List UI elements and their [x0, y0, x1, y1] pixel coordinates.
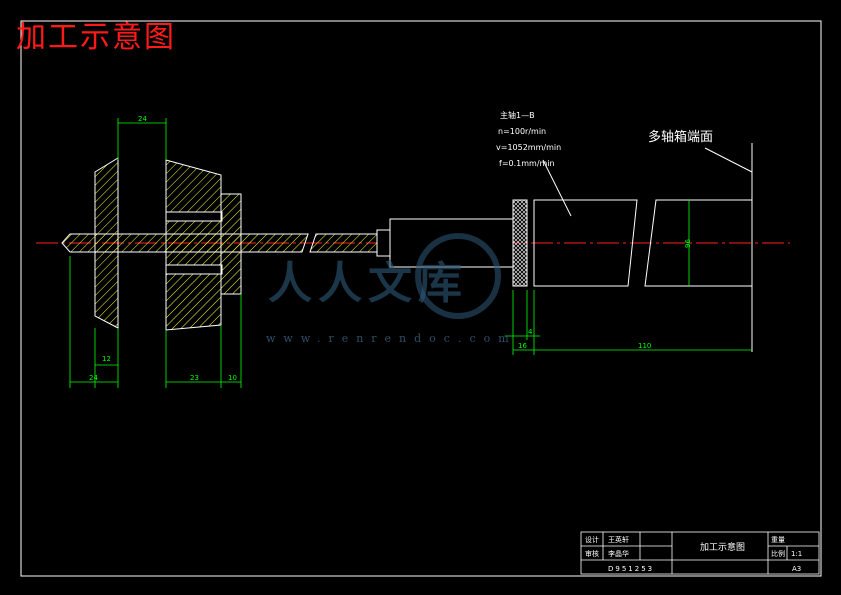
tb-scale-value: 1:1 [791, 550, 802, 558]
multi-axle-label: 多轴箱端面 [648, 129, 713, 145]
drawing-frame [20, 20, 822, 577]
dim-right-bottom: 10 [228, 374, 237, 382]
tb-weight-label: 重量 [771, 536, 785, 544]
note-line2: n=100r/min [498, 127, 546, 136]
tb-check-name: 李晶华 [608, 549, 629, 558]
dim-left-small: 12 [102, 355, 111, 363]
note-line3: v=1052mm/min [496, 143, 561, 152]
dim-small-gap: 4 [528, 328, 533, 336]
tb-check-label: 审核 [585, 549, 599, 558]
page-title: 加工示意图 [16, 20, 176, 55]
tb-number: D951253 [608, 565, 654, 573]
watermark-url: www.renrendoc.com [266, 332, 517, 345]
title-block [580, 531, 820, 575]
tb-design-name: 王英轩 [608, 535, 629, 544]
dim-head-vertical: 96 [684, 239, 692, 248]
multi-axle-box [533, 143, 753, 352]
note-leader [542, 159, 572, 217]
watermark-cn: 人人文库 [268, 258, 468, 309]
tb-scale-label: 比例 [771, 549, 785, 558]
dim-long-len: 110 [638, 342, 651, 350]
watermark-logo-icon [415, 233, 501, 319]
drill-bit [61, 229, 391, 257]
tb-sheet-size: A3 [792, 565, 801, 573]
dimension-lines [69, 118, 752, 388]
note-line1: 主轴1—B [500, 110, 535, 120]
tb-design-label: 设计 [585, 535, 599, 544]
tb-drawing-name: 加工示意图 [700, 541, 745, 553]
dim-gap-16: 16 [518, 342, 527, 350]
dim-left-bottom: 24 [89, 374, 98, 382]
note-line4: f=0.1mm/min [499, 159, 555, 168]
dim-mid-bottom: 23 [190, 374, 199, 382]
dim-top-width: 24 [138, 115, 147, 123]
